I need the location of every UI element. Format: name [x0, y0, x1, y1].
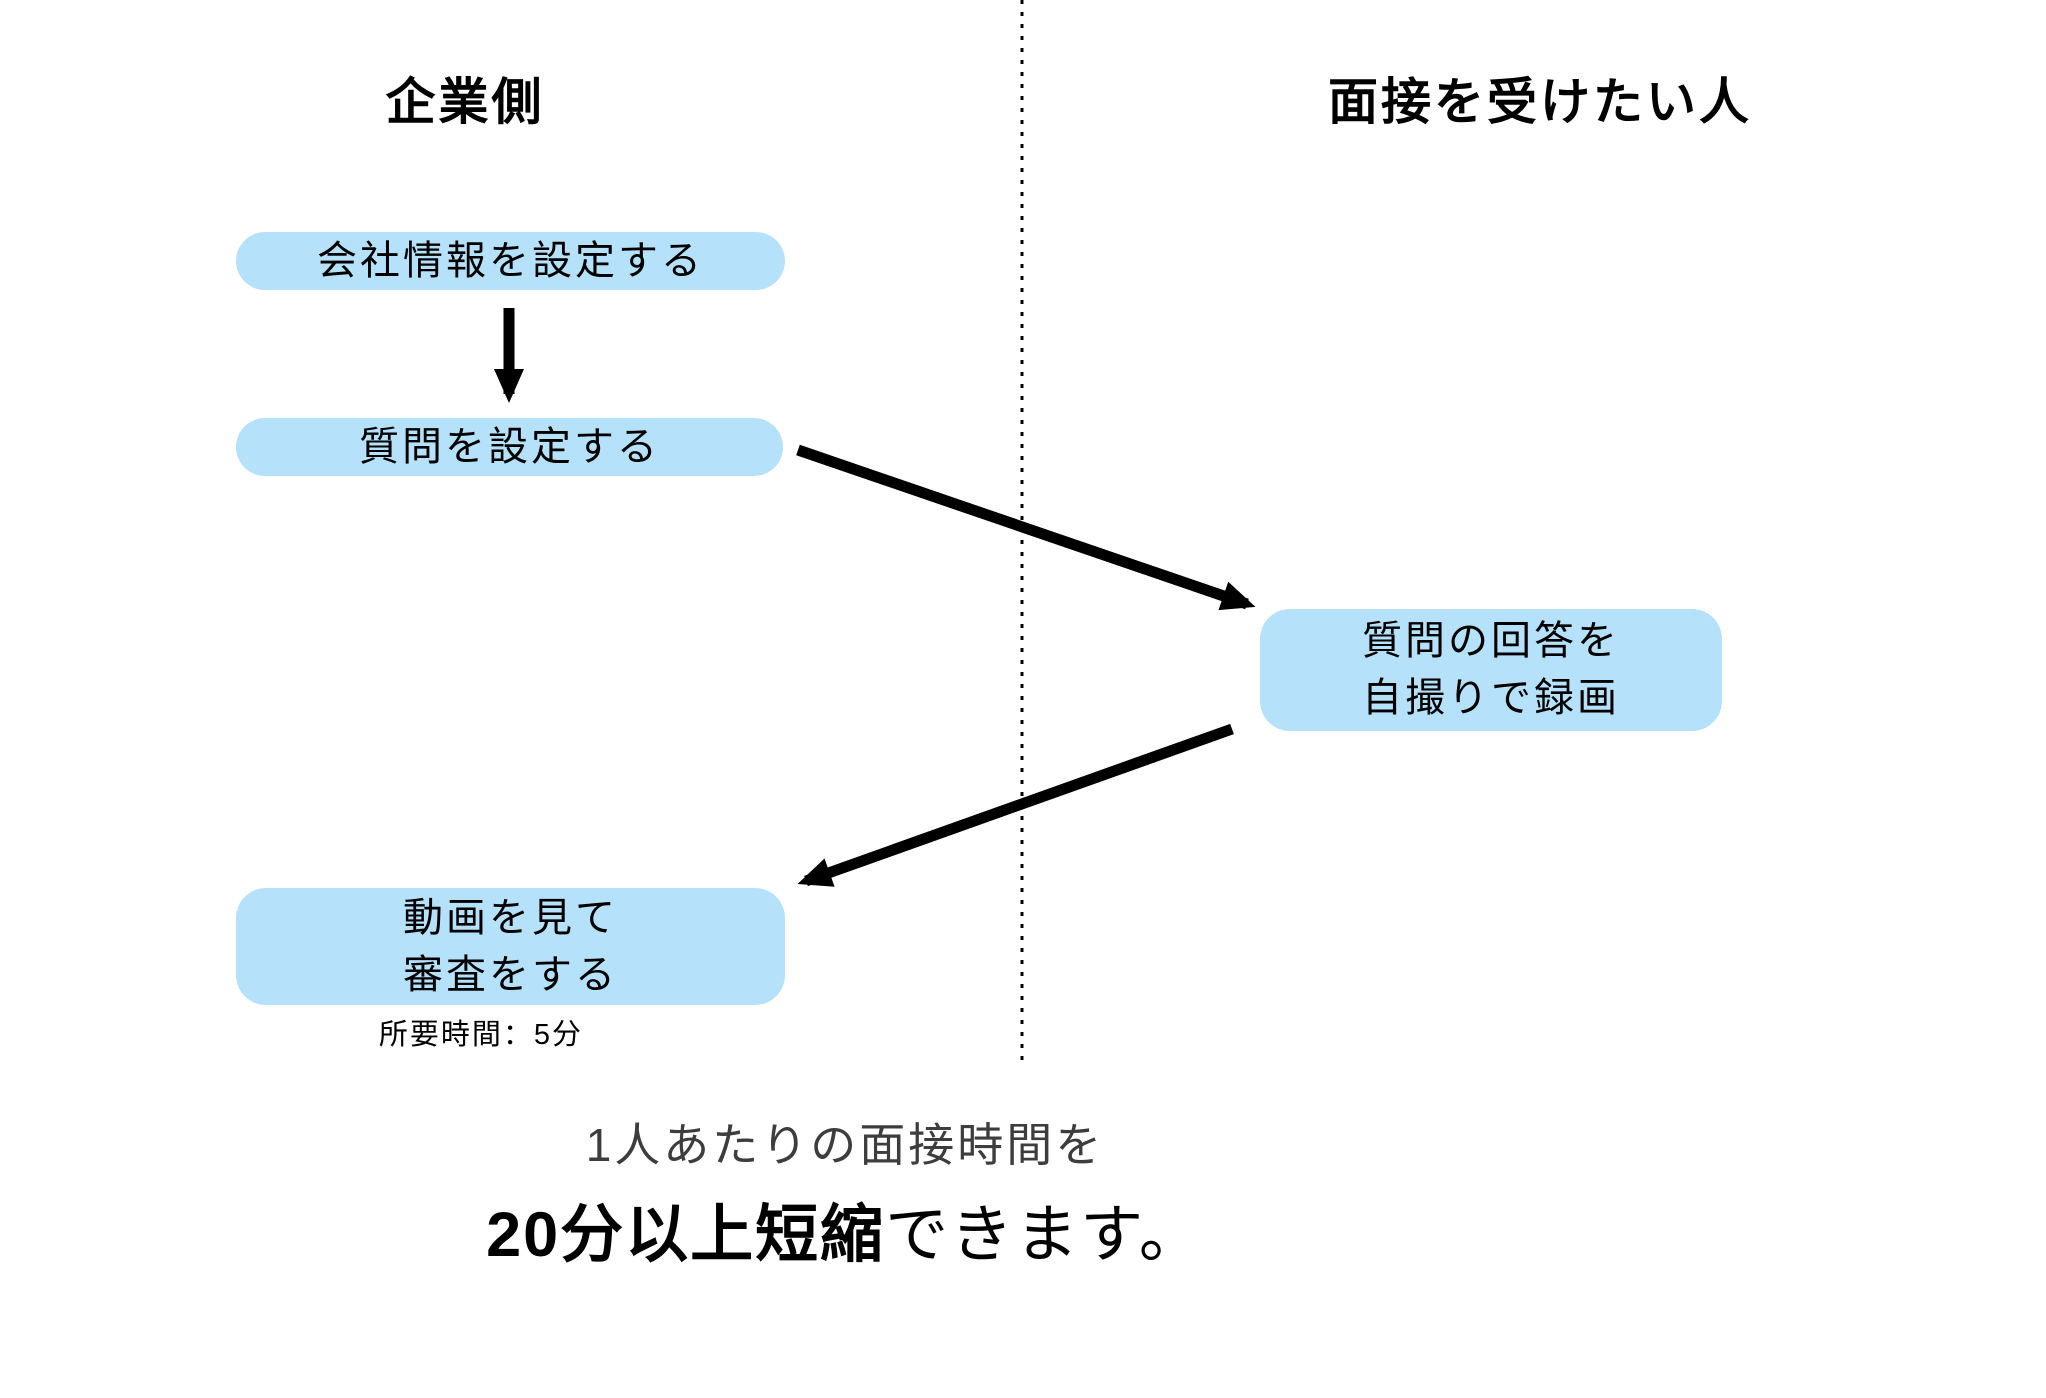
step-review-videos-line1: 動画を見て	[403, 895, 618, 940]
step-record-selfie-line1: 質問の回答を	[1362, 619, 1620, 663]
arrow-record-to-review	[797, 723, 1234, 887]
summary-line2-emphasis: 20分以上短縮	[486, 1200, 886, 1270]
candidate-column-header: 面接を受けたい人	[1328, 74, 1752, 130]
step-set-questions: 質問を設定する	[236, 418, 783, 476]
summary-line2-rest: できます。	[885, 1200, 1204, 1270]
step-review-videos-line2: 審査をする	[403, 952, 618, 997]
arrow-setquestions-to-record	[796, 444, 1256, 611]
step-set-company-info: 会社情報を設定する	[236, 232, 785, 290]
review-duration-note: 所要時間：5分	[378, 1019, 584, 1051]
company-column-header: 企業側	[385, 74, 545, 130]
step-review-videos: 動画を見て 審査をする	[236, 888, 785, 1005]
summary-text-block: 1人あたりの面接時間を 20分以上短縮できます。	[486, 1116, 1204, 1272]
summary-line1: 1人あたりの面接時間を	[585, 1119, 1105, 1171]
summary-line2: 20分以上短縮できます。	[486, 1198, 1204, 1272]
step-record-selfie: 質問の回答を 自撮りで録画	[1260, 609, 1722, 731]
step-record-selfie-line2: 自撮りで録画	[1362, 676, 1620, 720]
